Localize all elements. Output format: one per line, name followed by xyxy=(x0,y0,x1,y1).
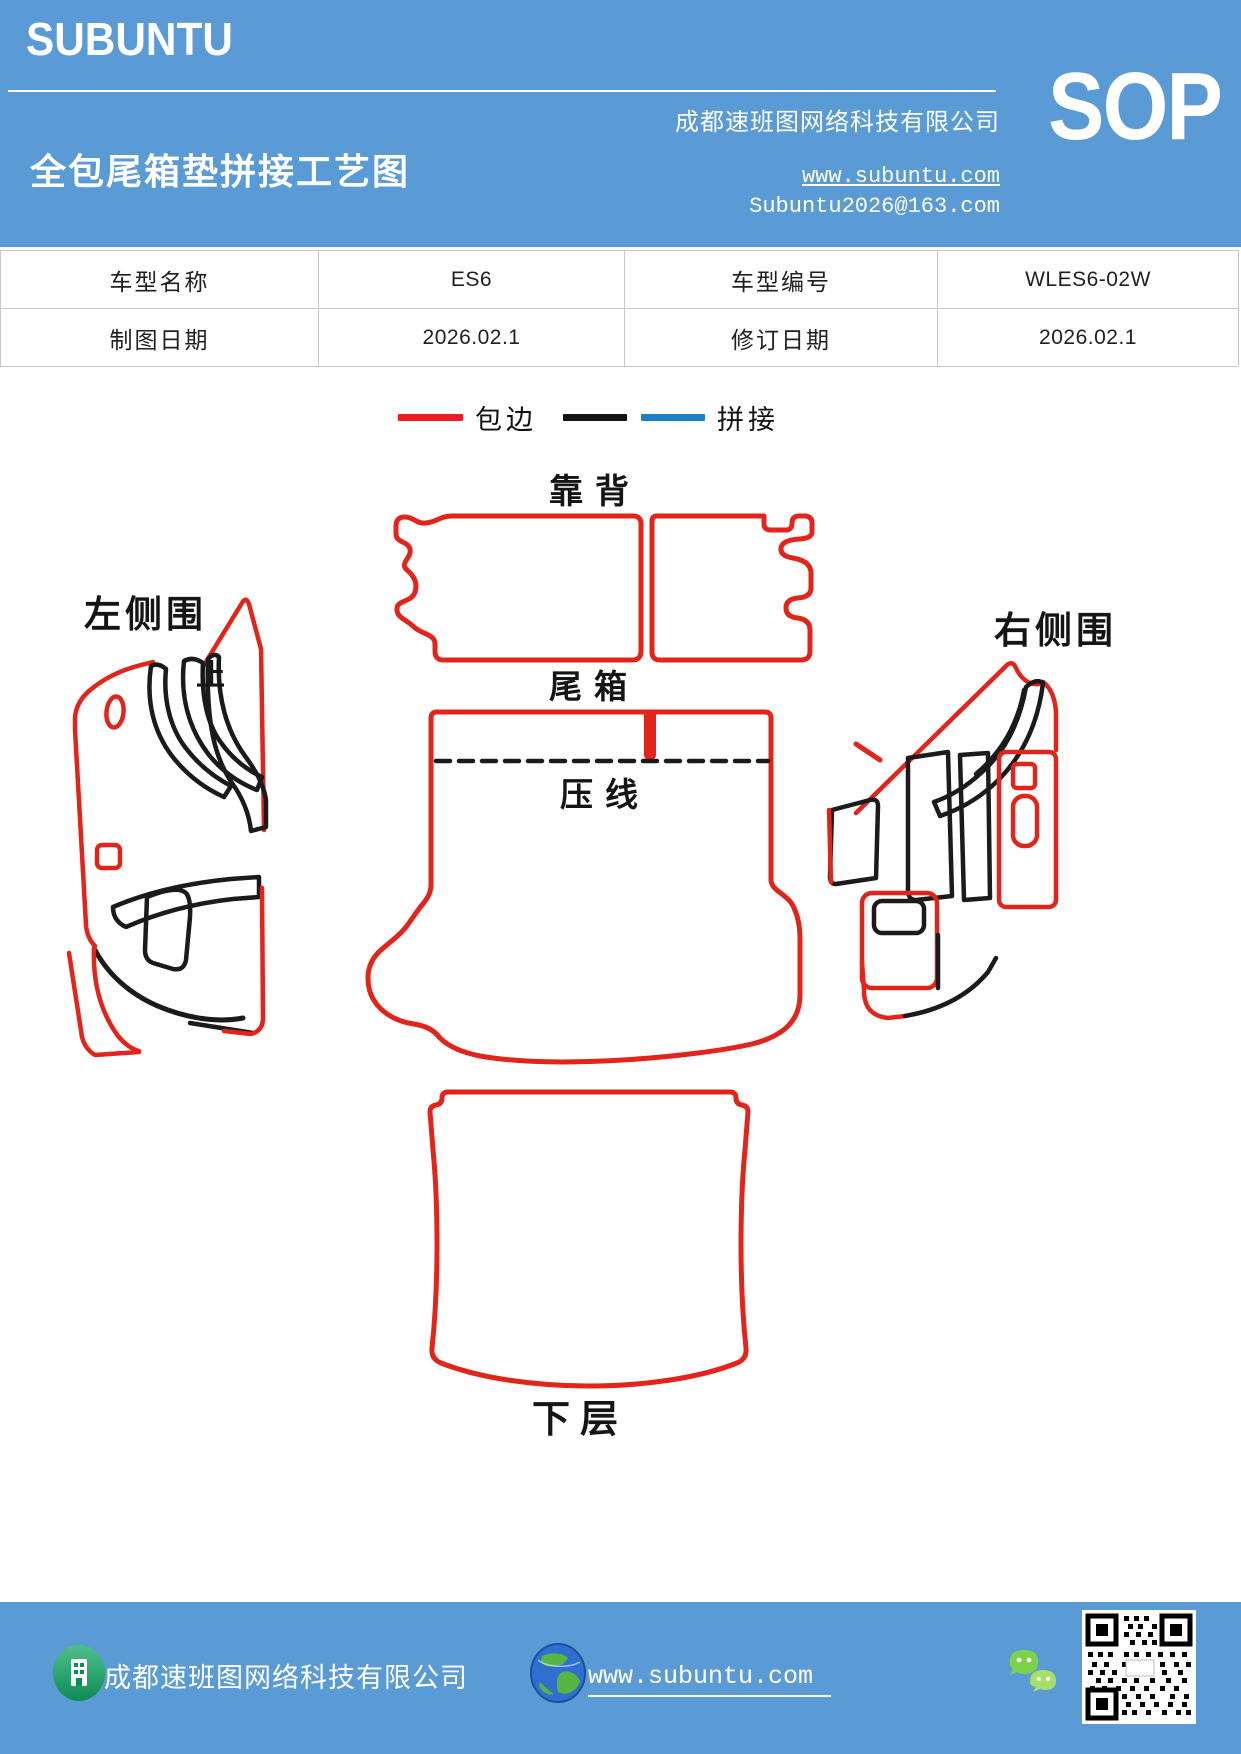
header-company-name: 成都速班图网络科技有限公司 xyxy=(675,110,1000,136)
pattern-shapes-svg xyxy=(66,513,1059,1389)
right-panel-red-column xyxy=(996,749,1059,910)
right-panel-red-tick xyxy=(853,741,883,763)
table-cell-model-code-label: 车型编号 xyxy=(625,251,938,309)
sop-mark: SOP xyxy=(1048,53,1223,160)
left-panel-red-peak xyxy=(201,597,267,833)
right-panel-black-column-1 xyxy=(905,749,955,903)
legend-wrap-label: 包边 xyxy=(475,404,537,435)
right-panel-black-insert xyxy=(871,898,927,936)
vehicle-info-table: 车型名称 ES6 车型编号 WLES6-02W 制图日期 2026.02.1 修… xyxy=(0,250,1239,367)
backrest-right-piece xyxy=(649,513,815,663)
left-panel-red-right-sliver xyxy=(221,885,266,1037)
header-email[interactable]: Subuntu2026@163.com xyxy=(749,194,1000,219)
table-cell-model-name-value: ES6 xyxy=(319,251,625,309)
table-cell-draw-date-value: 2026.02.1 xyxy=(319,309,625,366)
right-panel-small-hole xyxy=(1010,761,1038,791)
left-panel-black-ribbon xyxy=(110,874,262,930)
globe-icon xyxy=(530,1643,586,1703)
left-panel-square-hole xyxy=(94,842,123,871)
left-panel-red-edge xyxy=(72,688,98,949)
footer-company-name: 成都速班图网络科技有限公司 xyxy=(104,1663,468,1693)
right-panel-red-diagonal xyxy=(853,661,1046,816)
legend-black-line-swatch xyxy=(563,413,627,421)
left-panel-oval-hole xyxy=(104,694,126,730)
right-panel-black-column-2 xyxy=(957,750,993,903)
brand-logo: SUBUNTU xyxy=(26,13,233,65)
left-panel-black-band-2 xyxy=(180,656,265,793)
right-panel-black-band-1 xyxy=(931,678,1046,819)
header: SUBUNTU 全包尾箱垫拼接工艺图 成都速班图网络科技有限公司 www.sub… xyxy=(0,0,1241,247)
right-panel-tall-hole xyxy=(1010,793,1040,849)
header-divider xyxy=(8,90,996,92)
right-panel-black-bottom-swoosh xyxy=(902,955,999,1019)
legend-splice-label: 拼接 xyxy=(717,404,779,435)
table-cell-model-code-value: WLES6-02W xyxy=(938,251,1239,309)
left-panel-black-swoosh xyxy=(92,947,246,1023)
label-backrest: 靠背 xyxy=(549,474,641,511)
building-icon xyxy=(53,1645,105,1701)
label-lower-layer: 下层 xyxy=(532,1399,629,1441)
left-panel-black-band-1 xyxy=(147,662,234,800)
left-side-panel-group xyxy=(66,597,269,1058)
footer: 成都速班图网络科技有限公司 www.subuntu.com xyxy=(0,1602,1241,1754)
legend: 包边 拼接 xyxy=(398,400,779,435)
right-panel-black-band-2 xyxy=(973,687,1027,777)
page-title: 全包尾箱垫拼接工艺图 xyxy=(30,152,411,192)
right-side-panel-group xyxy=(826,661,1059,1021)
right-panel-red-right-edge xyxy=(1040,679,1059,753)
legend-blue-line-swatch xyxy=(641,413,705,421)
label-stop-mark: 止 xyxy=(196,660,226,692)
left-panel-red-ridge xyxy=(86,659,156,694)
pattern-diagram: 靠背 尾箱 压线 左侧围 右侧围 下层 止 xyxy=(0,430,1241,1460)
left-panel-red-swoosh-inner xyxy=(91,945,142,1054)
table-cell-revise-date-value: 2026.02.1 xyxy=(938,309,1239,366)
trunk-piece xyxy=(365,709,803,1065)
right-panel-red-quad-edge xyxy=(826,807,834,885)
qr-code xyxy=(1082,1610,1196,1724)
label-trunk: 尾箱 xyxy=(549,670,639,706)
table-cell-revise-date-label: 修订日期 xyxy=(625,309,938,366)
label-left-side: 左侧围 xyxy=(84,595,207,636)
legend-red-line-swatch xyxy=(398,413,463,421)
left-panel-red-swoosh-outer xyxy=(66,950,142,1058)
header-website-link[interactable]: www.subuntu.com xyxy=(801,164,1000,189)
right-panel-red-hook xyxy=(859,959,908,1021)
footer-website-link[interactable]: www.subuntu.com xyxy=(588,1662,832,1697)
trunk-top-notch xyxy=(644,710,656,760)
label-crease: 压线 xyxy=(560,778,650,814)
lower-layer-piece xyxy=(427,1089,751,1389)
table-cell-draw-date-label: 制图日期 xyxy=(0,309,319,366)
left-panel-black-band-3 xyxy=(205,652,269,834)
backrest-left-piece xyxy=(393,513,644,663)
left-panel-black-window xyxy=(142,887,193,972)
table-cell-model-name-label: 车型名称 xyxy=(0,251,319,309)
label-right-side: 右侧围 xyxy=(994,611,1117,652)
wechat-icon xyxy=(1009,1650,1056,1692)
